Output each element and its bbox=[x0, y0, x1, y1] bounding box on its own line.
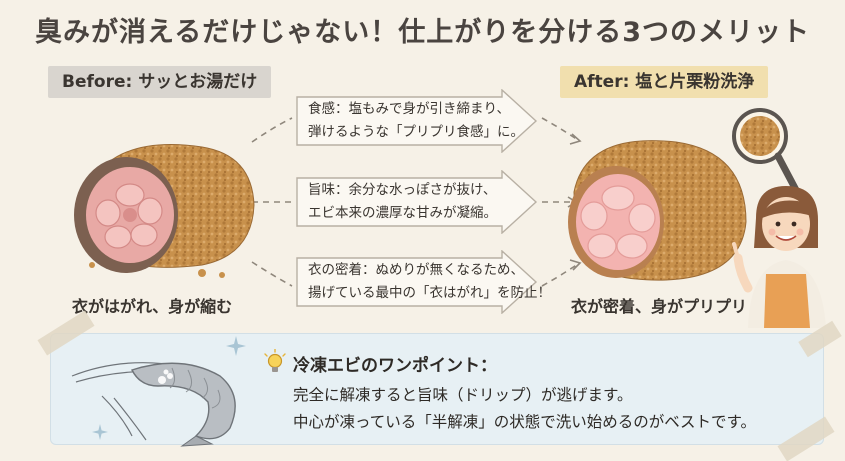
benefit-arrow-texture: 食感：塩もみで身が引き締まり、 弾けるような「プリプリ食感」に。 bbox=[296, 89, 538, 153]
benefit-umami-line2: エビ本来の濃厚な甘みが凝縮。 bbox=[308, 205, 497, 221]
page-title: 臭みが消えるだけじゃない！仕上がりを分ける3つのメリット bbox=[35, 17, 810, 48]
benefit-texture-line1: 食感：塩もみで身が引き締まり、 bbox=[308, 101, 510, 117]
after-caption: 衣が密着、身がプリプリ bbox=[571, 297, 748, 316]
benefit-arrow-batter: 衣の密着：ぬめりが無くなるため、 揚げている最中の「衣はがれ」を防止！ bbox=[296, 250, 551, 314]
sparkle-icon bbox=[226, 336, 246, 356]
benefit-texture-line2: 弾けるような「プリプリ食感」に。 bbox=[308, 124, 524, 140]
tip-heading: 冷凍エビのワンポイント： bbox=[293, 356, 497, 376]
before-caption: 衣がはがれ、身が縮む bbox=[72, 297, 233, 316]
arrow-shape bbox=[296, 170, 538, 234]
benefit-batter-line2: 揚げている最中の「衣はがれ」を防止！ bbox=[308, 285, 551, 301]
before-fried-shrimp-illustration bbox=[62, 125, 262, 289]
arrow-shape bbox=[296, 89, 538, 153]
tip-line-1: 完全に解凍すると旨味（ドリップ）が逃げます。 bbox=[293, 386, 633, 404]
sparkle-icon bbox=[92, 424, 108, 440]
before-tag: Before: サッとお湯だけ bbox=[48, 66, 272, 98]
after-fried-shrimp-illustration bbox=[546, 112, 756, 296]
tip-line-2: 中心が凍っている「半解凍」の状態で洗い始めるのがベストです。 bbox=[293, 413, 756, 431]
arrow-shape bbox=[296, 250, 538, 314]
after-tag: After: 塩と片栗粉洗浄 bbox=[560, 66, 769, 98]
tip-panel bbox=[50, 333, 824, 445]
benefit-batter-line1: 衣の密着：ぬめりが無くなるため、 bbox=[308, 262, 524, 278]
magnifier-icon bbox=[732, 108, 800, 194]
benefit-arrow-umami: 旨味：余分な水っぽさが抜け、 エビ本来の濃厚な甘みが凝縮。 bbox=[296, 170, 538, 234]
lightbulb-icon bbox=[264, 349, 286, 372]
shrimp-illustration bbox=[71, 362, 236, 447]
woman-character-illustration bbox=[726, 178, 841, 332]
benefit-umami-line1: 旨味：余分な水っぽさが抜け、 bbox=[308, 182, 497, 198]
